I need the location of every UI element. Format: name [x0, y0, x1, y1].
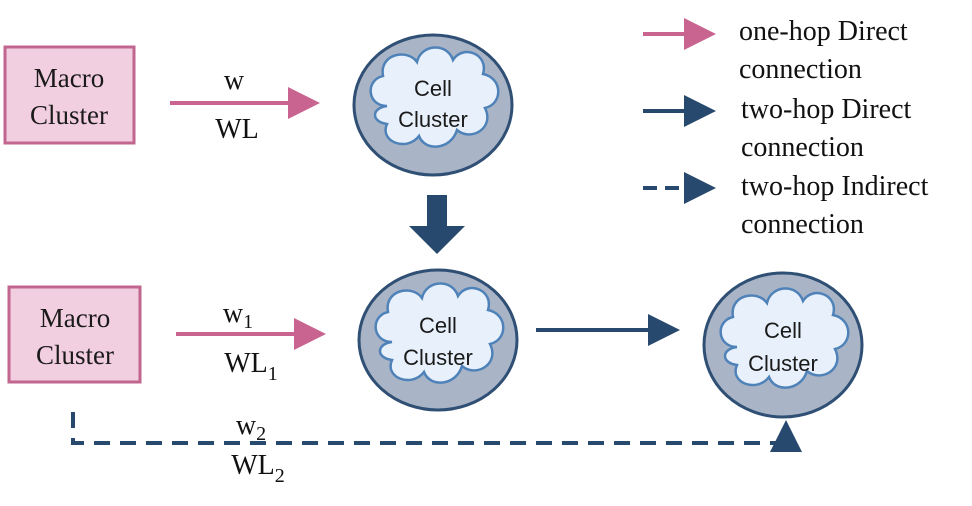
- cell-cluster-top-line1: Cell: [414, 76, 452, 101]
- down-arrow-icon: [409, 195, 465, 254]
- cell-cluster-bottom-2-line1: Cell: [764, 318, 802, 343]
- edge-bottom-one-hop: w1 WL1: [176, 298, 326, 385]
- legend-item-1-line2: connection: [739, 54, 862, 85]
- legend-item-2-line1: two-hop Direct: [741, 94, 912, 125]
- legend-item-3-line2: connection: [741, 209, 864, 240]
- legend-item-2-line2: connection: [741, 132, 864, 163]
- legend-item-two-hop-direct: two-hop Direct connection: [643, 94, 912, 163]
- legend-item-one-hop-direct: one-hop Direct connection: [643, 16, 908, 85]
- cell-cluster-bottom-1-line1: Cell: [419, 313, 457, 338]
- macro-cluster-top-line2: Cluster: [30, 100, 108, 130]
- edge-bottom-wirelength-1: WL1: [224, 348, 278, 385]
- legend: one-hop Direct connection two-hop Direct…: [643, 16, 929, 240]
- macro-cluster-bottom-line1: Macro: [40, 303, 110, 333]
- edge-bottom-wirelength-2: WL2: [231, 450, 285, 487]
- cell-cluster-bottom-2-line2: Cluster: [748, 351, 818, 376]
- macro-cluster-top-line1: Macro: [34, 63, 104, 93]
- edge-top-weight: w: [224, 65, 245, 96]
- legend-item-3-line1: two-hop Indirect: [741, 171, 929, 202]
- macro-cluster-top: Macro Cluster: [3, 45, 136, 145]
- cell-cluster-bottom-1-line2: Cluster: [403, 345, 473, 370]
- cell-cluster-bottom-1: Cell Cluster: [357, 268, 519, 412]
- macro-cluster-bottom: Macro Cluster: [7, 285, 142, 384]
- macro-cluster-bottom-line2: Cluster: [36, 340, 114, 370]
- legend-item-two-hop-indirect: two-hop Indirect connection: [643, 171, 929, 240]
- legend-item-1-line1: one-hop Direct: [739, 16, 908, 47]
- cell-cluster-bottom-2: Cell Cluster: [702, 271, 864, 419]
- cell-cluster-top-line2: Cluster: [398, 107, 468, 132]
- edge-top-one-hop: w WL: [170, 65, 320, 145]
- cell-cluster-top: Cell Cluster: [352, 33, 514, 177]
- edge-bottom-two-hop-indirect: w2 WL2: [71, 410, 802, 487]
- edge-top-wirelength: WL: [215, 114, 259, 145]
- edge-bottom-weight-1: w1: [223, 298, 253, 333]
- edge-bottom-weight-2: w2: [236, 410, 266, 445]
